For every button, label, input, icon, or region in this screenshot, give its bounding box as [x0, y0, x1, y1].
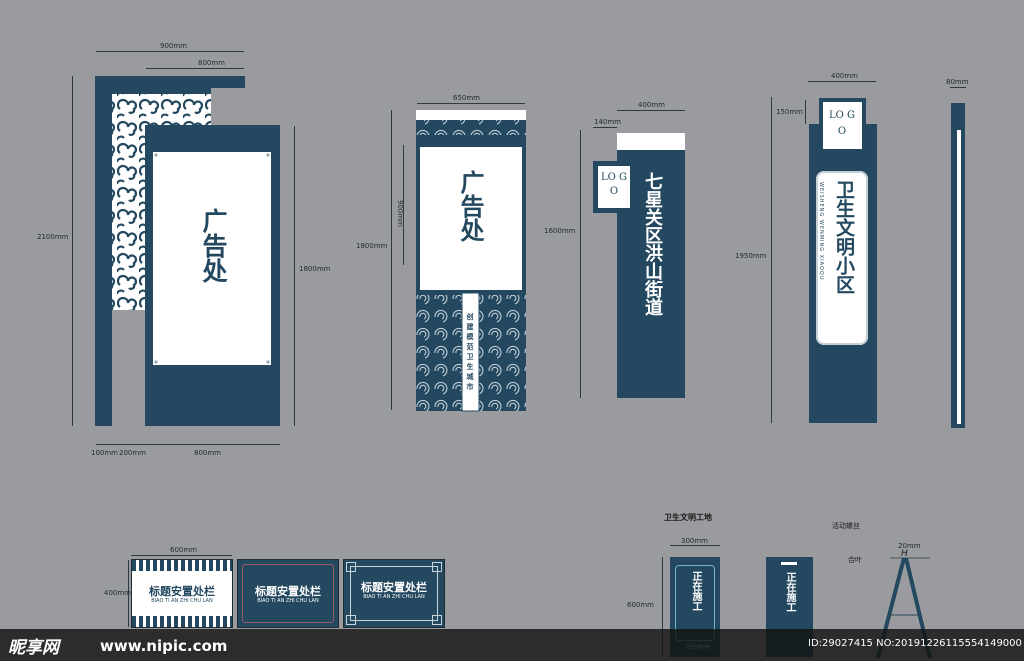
dim-line	[391, 110, 392, 410]
dim-top-width: 900mm	[160, 42, 187, 50]
dim-height-total: 1800mm	[356, 242, 388, 250]
dim-line	[417, 103, 525, 104]
dim-bottom-b: 200mm	[119, 449, 146, 457]
dim-height-left: 2100mm	[37, 233, 69, 241]
plate-height: 400mm	[104, 589, 131, 597]
construction-sign-2-text: 正在施工	[784, 572, 795, 612]
dim-width: 80mm	[946, 78, 969, 86]
dim-line	[294, 126, 295, 426]
dim-line	[403, 145, 404, 265]
dim-line	[670, 545, 720, 546]
dim-line	[131, 555, 232, 556]
sign3-logo-box	[593, 161, 635, 213]
dim-height-right: 1800mm	[299, 265, 331, 273]
stand-label: 活动螺丝	[832, 522, 860, 530]
plate-1-title: 标题安置处栏	[149, 585, 215, 598]
dim-width: 650mm	[453, 94, 480, 102]
plate-1-subtitle: BIAO TI AN ZHI CHU LAN	[151, 598, 213, 604]
dim-top: 150mm	[776, 108, 803, 116]
sign4-panel	[816, 171, 868, 345]
sign2-slogan: 创建模范卫生城市	[466, 313, 474, 393]
stand-width: 20mm	[898, 542, 921, 550]
dim-line	[662, 557, 663, 655]
construction-height: 600mm	[627, 601, 654, 609]
dim-line	[96, 51, 244, 52]
dim-height-inner: 900mm	[396, 200, 404, 227]
watermark-url: www.nipic.com	[100, 637, 228, 655]
stand-letter: H	[901, 549, 908, 559]
dim-line	[950, 87, 966, 88]
construction-sign-1-text: 正在施工	[690, 571, 701, 611]
plate-3-title: 标题安置处栏	[361, 581, 427, 594]
dim-line	[128, 560, 129, 627]
plate-2-title: 标题安置处栏	[255, 585, 321, 598]
construction-header: 卫生文明工地	[664, 513, 712, 522]
sign4-subtitle: WEISHENG WENMING XIAOQU	[818, 182, 824, 281]
dim-line	[617, 110, 685, 111]
dim-line	[808, 81, 876, 82]
dim-bottom-a: 100mm	[91, 449, 118, 457]
dim-line	[593, 127, 617, 128]
sign4-logo: LO GO	[828, 110, 855, 137]
watermark-id: ID:29027415 NO:20191226115554149000	[808, 638, 1022, 649]
plate-2-subtitle: BIAO TI AN ZHI CHU LAN	[257, 598, 319, 604]
dim-line	[146, 68, 244, 69]
dim-inner-width: 800mm	[198, 59, 225, 67]
sign4-title: 卫生文明小区	[833, 180, 855, 294]
sign3-title: 七星关区洪山街道	[642, 172, 663, 316]
sign4-logo-box	[819, 98, 866, 153]
dim-line	[771, 97, 772, 423]
plate-3-subtitle: BIAO TI AN ZHI CHU LAN	[363, 594, 425, 600]
watermark-bar	[0, 629, 1024, 661]
dim-bottom-c: 800mm	[194, 449, 221, 457]
sign2-body	[416, 110, 526, 412]
watermark-logo: 昵享网	[8, 638, 59, 658]
dim-width: 400mm	[638, 101, 665, 109]
dim-logo-width: 140mm	[594, 118, 621, 126]
sign2-title: 广告处	[456, 170, 484, 242]
sign3-logo: LO GO	[600, 172, 627, 197]
dim-height: 1600mm	[544, 227, 576, 235]
sign5-strip	[957, 130, 961, 424]
sign1-title: 广告处	[199, 208, 228, 283]
dim-line	[580, 130, 581, 398]
hinge-label: 合叶	[848, 556, 862, 564]
plate-1: 标题安置处栏 BIAO TI AN ZHI CHU LAN	[131, 559, 233, 628]
construction-width: 300mm	[681, 537, 708, 545]
dim-height: 1950mm	[735, 252, 767, 260]
plate-2: 标题安置处栏 BIAO TI AN ZHI CHU LAN	[237, 559, 339, 628]
dim-line	[72, 76, 73, 426]
sign1-body	[95, 76, 280, 426]
dim-width: 400mm	[831, 72, 858, 80]
dim-line	[805, 100, 806, 124]
plate-3: 标题安置处栏 BIAO TI AN ZHI CHU LAN	[343, 559, 445, 628]
dim-line	[96, 444, 280, 445]
sign3-cap	[617, 133, 685, 150]
plate-width: 600mm	[170, 546, 197, 554]
